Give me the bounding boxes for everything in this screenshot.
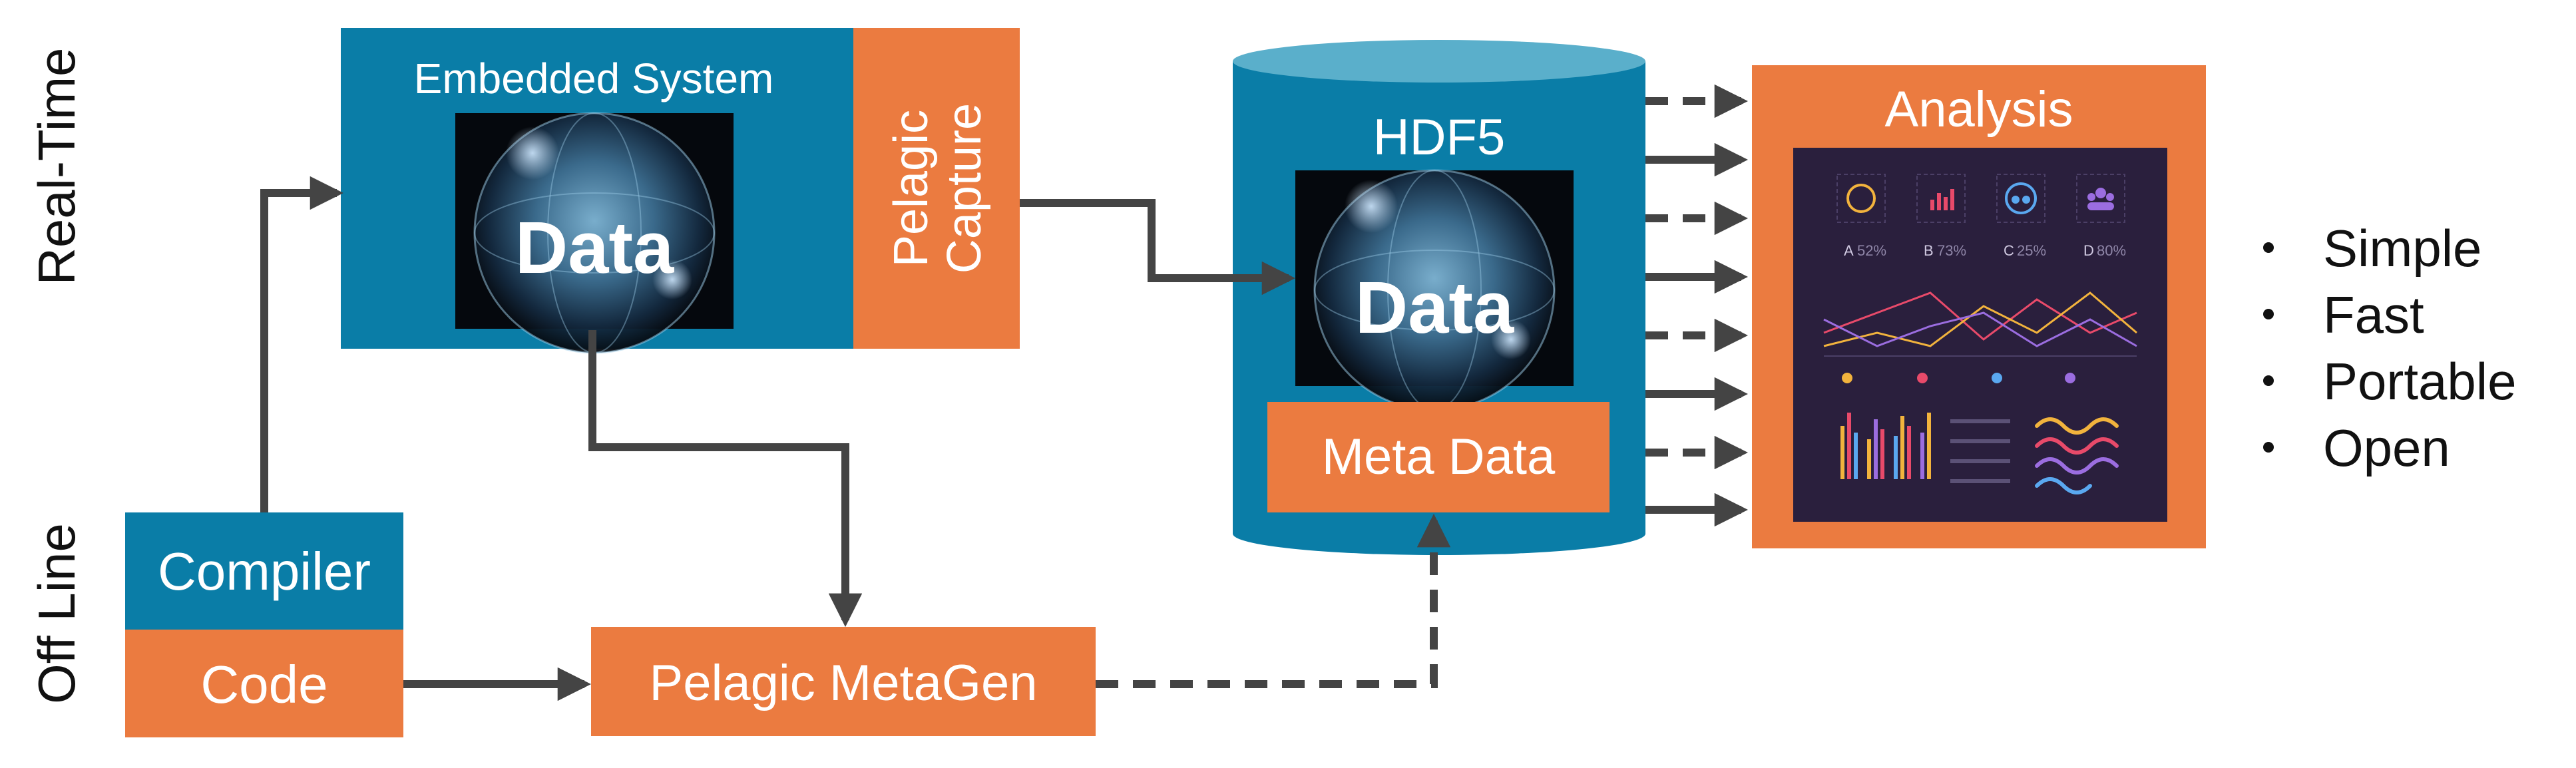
pelagic-capture-label-line2: Capture [938, 103, 991, 274]
people-circle-icon [2005, 182, 2037, 214]
pelagic-metagen-box [591, 627, 1096, 736]
dashboard-legend [1842, 373, 2075, 383]
feature-bullet [2263, 442, 2274, 453]
kpi-c-letter: C [2004, 242, 2014, 259]
pelagic-capture-label-line1: Pelagic [885, 110, 938, 267]
feature-item-portable: Portable [2323, 352, 2517, 411]
off-line-label: Off Line [27, 523, 86, 704]
connectors [260, 84, 1749, 701]
hdf5-cylinder-top [1233, 40, 1645, 83]
embedded-data-image: Data [455, 112, 734, 354]
compiler-label: Compiler [158, 542, 371, 601]
dashboard-bar-chart [1840, 413, 1931, 479]
code-box [125, 630, 403, 737]
compiler-box [125, 512, 403, 630]
embedded-system-title: Embedded System [414, 55, 774, 102]
hdf5-title: HDF5 [1373, 109, 1505, 166]
analysis-block: Analysis [1752, 65, 2206, 548]
hdf5-data-label: Data [1355, 267, 1514, 349]
pelagic-metagen-label: Pelagic MetaGen [650, 655, 1038, 711]
kpi-d-value: 80% [2097, 242, 2126, 259]
metagen-to-metadata-arrow [1096, 513, 1451, 688]
pelagic-capture-box [853, 28, 1020, 349]
data-to-metagen-arrow [588, 330, 863, 628]
kpi-b-letter: B [1924, 242, 1934, 259]
hdf5-store: HDF5 Data Meta Data [1233, 40, 1645, 555]
magnifier-icon [1846, 184, 1876, 213]
dashboard-list [1950, 419, 2010, 483]
kpi-d-letter: D [2083, 242, 2094, 259]
kpi-c-value: 25% [2017, 242, 2046, 259]
meta-data-box [1267, 402, 1610, 512]
bar-chart-icon [1930, 189, 1954, 210]
feature-bullet [2263, 242, 2274, 253]
feature-item-open: Open [2323, 419, 2450, 477]
feature-bullet [2263, 309, 2274, 319]
features-list: Simple Fast Portable Open [2263, 219, 2517, 477]
compiler-to-embedded-arrow [260, 176, 344, 512]
analytics-dashboard: A 52% B 73% C 25% D 80% [1793, 148, 2167, 522]
code-label: Code [200, 655, 327, 714]
hdf5-data-image: Data [1295, 169, 1574, 411]
embedded-system-block: Embedded System Data Pelagic Capture [341, 28, 1020, 354]
kpi-b-value: 73% [1937, 242, 1966, 259]
analysis-title: Analysis [1885, 81, 2073, 138]
feature-item-simple: Simple [2323, 219, 2481, 278]
kpi-a-letter: A [1844, 242, 1854, 259]
dashboard-wave-chart [2035, 417, 2119, 494]
feature-bullet [2263, 375, 2274, 386]
capture-to-hdf5-arrow [1020, 199, 1296, 295]
meta-data-label: Meta Data [1322, 429, 1556, 485]
real-time-label: Real-Time [27, 48, 86, 286]
dashboard-line-chart [1823, 291, 2137, 357]
embedded-data-label: Data [515, 207, 674, 289]
group-icon [2087, 188, 2114, 210]
kpi-a-value: 52% [1857, 242, 1886, 259]
kpi-row: A 52% B 73% C 25% D 80% [1836, 174, 2126, 259]
feature-item-fast: Fast [2323, 286, 2424, 344]
